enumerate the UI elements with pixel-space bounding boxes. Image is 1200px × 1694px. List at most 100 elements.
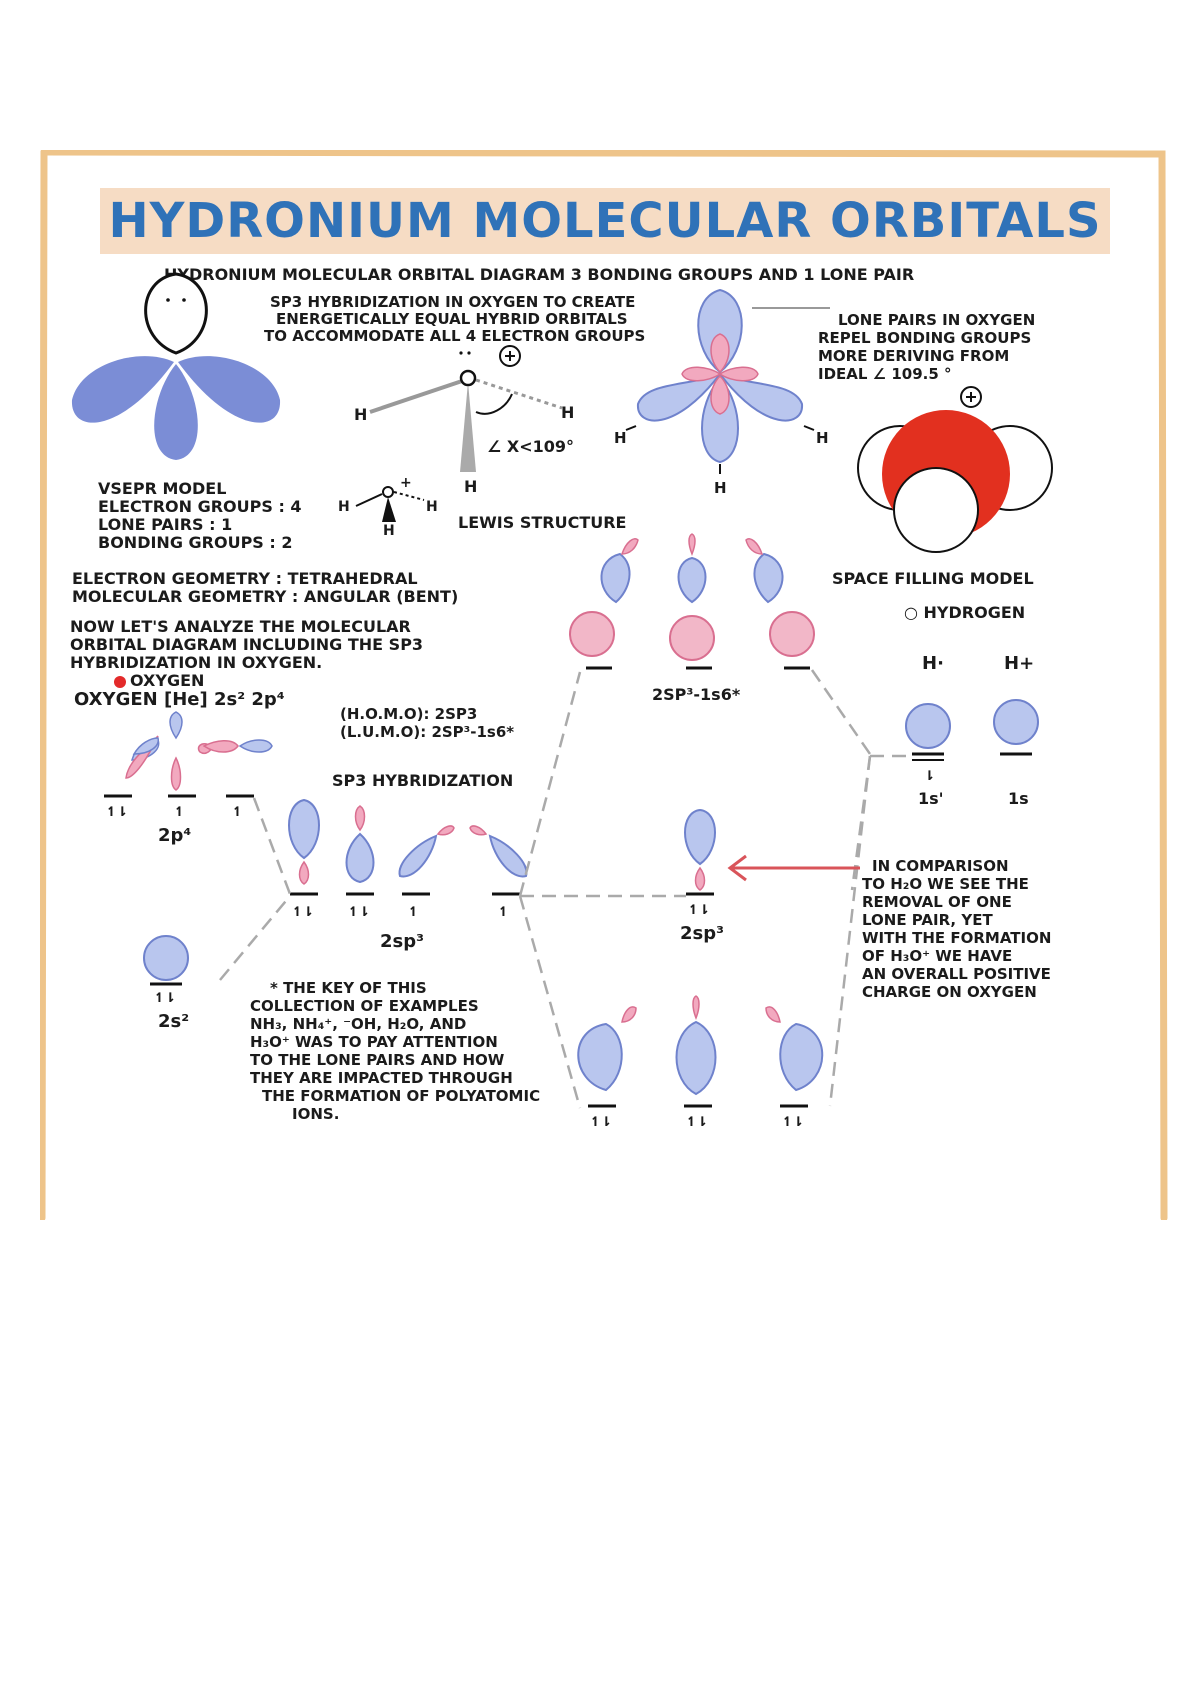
comparison-line: LONE PAIR, YET bbox=[862, 911, 993, 929]
occupancy-bonding-paired: ↿⇂ bbox=[686, 1110, 708, 1131]
sp3-note-line: SP3 HYBRIDIZATION IN OXYGEN TO CREATE bbox=[270, 293, 636, 311]
occupancy-nonbonding-paired: ↿⇂ bbox=[688, 898, 710, 919]
label-1s-prime: 1s' bbox=[918, 789, 944, 808]
label-2p4: 2p⁴ bbox=[158, 825, 192, 846]
comparison-line: WITH THE FORMATION bbox=[862, 929, 1052, 947]
occupancy-2p-single: ↿ bbox=[174, 800, 185, 821]
occupancy-bonding-paired: ↿⇂ bbox=[590, 1110, 612, 1131]
space-filling-model bbox=[857, 386, 1053, 553]
lone-pair-note-line: LONE PAIRS IN OXYGEN bbox=[838, 311, 1036, 329]
occupancy-sp3-single: ↿ bbox=[408, 900, 419, 921]
vsepr-line: ELECTRON GROUPS : 4 bbox=[98, 497, 302, 516]
bonding-orbitals bbox=[577, 995, 824, 1108]
oxygen-2p-orbitals bbox=[104, 711, 273, 798]
lone-pair-note-line: REPEL BONDING GROUPS bbox=[818, 329, 1032, 347]
key-note-line: THE FORMATION OF POLYATOMIC bbox=[262, 1087, 541, 1105]
lewis-atom-h: H bbox=[383, 523, 395, 539]
occupancy-2p-single: ↿ bbox=[232, 800, 243, 821]
lone-pair-note-line: MORE DERIVING FROM bbox=[818, 347, 1010, 365]
key-note-line: * THE KEY OF THIS bbox=[270, 979, 427, 997]
occupancy-sp3-single: ↿ bbox=[498, 900, 509, 921]
key-note-line: IONS. bbox=[292, 1105, 340, 1123]
antibonding-orbitals bbox=[569, 533, 815, 670]
lewis-atom-h: H bbox=[338, 499, 350, 515]
label-1s: 1s bbox=[1008, 789, 1029, 808]
h-radical-label: H· bbox=[922, 653, 944, 674]
atom-h-label: H bbox=[561, 403, 575, 422]
key-note-line: TO THE LONE PAIRS AND HOW bbox=[250, 1051, 505, 1069]
hybrid-atom-h: H bbox=[614, 429, 627, 447]
hydrogen-orbitals bbox=[905, 699, 1039, 761]
lone-pair-note-line: IDEAL ∠ 109.5 ° bbox=[818, 365, 952, 383]
sp3-hybridization-label: SP3 HYBRIDIZATION bbox=[332, 771, 514, 790]
vsepr-line: BONDING GROUPS : 2 bbox=[98, 533, 293, 552]
lewis-structure-label: LEWIS STRUCTURE bbox=[458, 513, 627, 532]
lone-pair-lobe bbox=[144, 272, 208, 355]
key-note-line: COLLECTION OF EXAMPLES bbox=[250, 997, 479, 1015]
oxygen-atom bbox=[459, 369, 477, 387]
molecular-geometry: MOLECULAR GEOMETRY : ANGULAR (BENT) bbox=[72, 587, 459, 606]
occupancy-sp3-paired: ↿⇂ bbox=[348, 900, 370, 921]
angle-label: ∠ X<109° bbox=[487, 437, 575, 456]
bonding-lobe bbox=[154, 364, 198, 460]
hybrid-orbital-picture bbox=[625, 288, 830, 474]
comparison-line: IN COMPARISON bbox=[872, 857, 1009, 875]
occupancy-2p-paired: ↿⇂ bbox=[106, 800, 128, 821]
sp3-hybrid-orbitals bbox=[288, 798, 528, 896]
lewis-structure bbox=[355, 486, 425, 522]
analyze-line: NOW LET'S ANALYZE THE MOLECULAR bbox=[70, 617, 411, 636]
electron-geometry: ELECTRON GEOMETRY : TETRAHEDRAL bbox=[72, 569, 418, 588]
bonding-lobe bbox=[71, 356, 174, 423]
key-note-line: H₃O⁺ WAS TO PAY ATTENTION bbox=[250, 1033, 498, 1051]
occupancy-h-single: ⇂ bbox=[924, 764, 935, 785]
occupancy-2s-paired: ↿⇂ bbox=[154, 986, 176, 1007]
vsepr-model-drawing bbox=[71, 272, 281, 460]
vsepr-line: VSEPR MODEL bbox=[98, 479, 227, 498]
title-banner bbox=[100, 188, 1110, 254]
comparison-line: CHARGE ON OXYGEN bbox=[862, 983, 1037, 1001]
hydrogen-legend: ○ HYDROGEN bbox=[904, 603, 1026, 622]
lone-pair-electron bbox=[182, 298, 186, 302]
label-2sp3-right: 2sp³ bbox=[680, 923, 725, 944]
occupancy-bonding-paired: ↿⇂ bbox=[782, 1110, 804, 1131]
sp3-note-line: ENERGETICALLY EQUAL HYBRID ORBITALS bbox=[276, 310, 628, 328]
lone-pair-electron bbox=[166, 298, 170, 302]
lewis-atom-h: H bbox=[426, 499, 438, 515]
comparison-line: TO H₂O WE SEE THE bbox=[862, 875, 1029, 893]
oxygen-legend-label: OXYGEN bbox=[130, 671, 205, 690]
page-title: HYDRONIUM MOLECULAR ORBITALS bbox=[108, 193, 1102, 249]
key-note-line: THEY ARE IMPACTED THROUGH bbox=[250, 1069, 513, 1087]
label-2s2: 2s² bbox=[158, 1011, 190, 1032]
atom-h-label: H bbox=[464, 477, 478, 496]
homo-label: (H.O.M.O): 2SP3 bbox=[340, 705, 478, 723]
oxygen-2s-orbital bbox=[143, 935, 189, 986]
poster: HYDRONIUM MOLECULAR ORBITALS HYDRONIUM M… bbox=[40, 150, 1170, 1220]
poster-frame bbox=[40, 150, 1168, 1220]
hybrid-atom-h: H bbox=[714, 479, 727, 497]
comparison-line: OF H₃O⁺ WE HAVE bbox=[862, 947, 1013, 965]
bonding-lobe bbox=[178, 356, 281, 423]
oxygen-electron-config: OXYGEN [He] 2s² 2p⁴ bbox=[74, 689, 285, 710]
antibonding-label: 2SP³-1s6* bbox=[652, 685, 741, 704]
comparison-arrow bbox=[727, 854, 860, 882]
key-note-line: NH₃, NH₄⁺, ⁻OH, H₂O, AND bbox=[250, 1015, 467, 1033]
wedge-structure bbox=[369, 345, 563, 472]
vsepr-line: LONE PAIRS : 1 bbox=[98, 515, 233, 534]
analyze-line: HYBRIDIZATION IN OXYGEN. bbox=[70, 653, 323, 672]
diagram-subtitle: HYDRONIUM MOLECULAR ORBITAL DIAGRAM 3 BO… bbox=[164, 265, 915, 284]
lewis-charge: + bbox=[400, 475, 412, 491]
lumo-label: (L.U.M.O): 2SP³-1s6* bbox=[340, 723, 515, 741]
oxygen-legend-dot bbox=[114, 675, 126, 688]
comparison-line: REMOVAL OF ONE bbox=[862, 893, 1012, 911]
label-2sp3-left: 2sp³ bbox=[380, 931, 425, 952]
nonbonding-orbital bbox=[684, 808, 716, 896]
h-plus-label: H+ bbox=[1004, 653, 1035, 674]
diagram-drawings bbox=[71, 272, 1053, 1109]
atom-h-label: H bbox=[354, 405, 368, 424]
occupancy-sp3-paired: ↿⇂ bbox=[292, 900, 314, 921]
sp3-note-line: TO ACCOMMODATE ALL 4 ELECTRON GROUPS bbox=[264, 327, 646, 345]
space-filling-label: SPACE FILLING MODEL bbox=[832, 569, 1034, 588]
oxygen-legend: OXYGEN bbox=[114, 672, 204, 690]
comparison-line: AN OVERALL POSITIVE bbox=[862, 965, 1051, 983]
analyze-line: ORBITAL DIAGRAM INCLUDING THE SP3 bbox=[70, 635, 424, 654]
